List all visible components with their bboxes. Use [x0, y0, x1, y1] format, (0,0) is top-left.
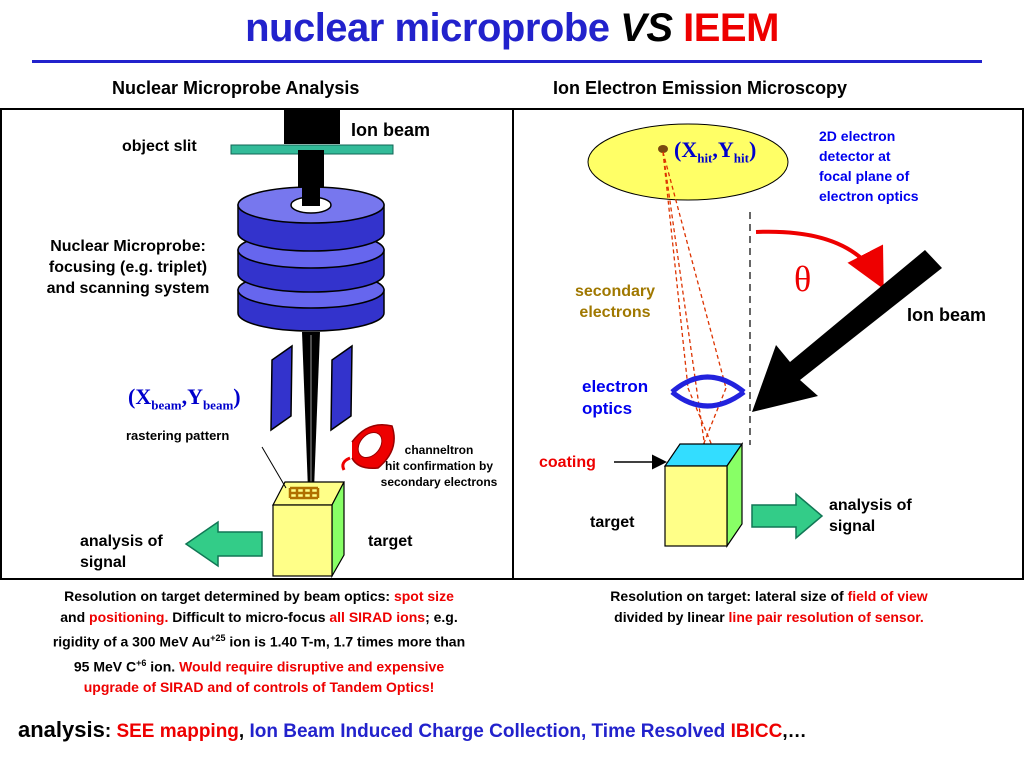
secondary-electrons-label: secondary electrons	[574, 283, 656, 321]
deflector-right	[330, 344, 353, 432]
ion-beam-through-lens	[302, 178, 320, 206]
microprobe-lens-stack	[237, 186, 385, 332]
left-ion-beam-label: Ion beam	[351, 120, 431, 140]
title-vs: VS	[620, 6, 673, 50]
left-analysis-label: analysis of signal	[80, 533, 163, 571]
channeltron-icon	[341, 424, 395, 471]
left-target-block	[272, 481, 345, 579]
ion-beam-arrow	[752, 250, 942, 412]
electron-optics-label: electron optics	[582, 377, 649, 418]
hit-coordinates: (Xhit,Yhit)	[674, 137, 757, 166]
left-target-label: target	[368, 533, 413, 550]
theta-arc-arrow	[755, 229, 884, 290]
left-analysis-arrow	[184, 520, 263, 568]
title-main: nuclear microprobe	[245, 6, 610, 50]
right-panel	[512, 108, 1024, 580]
analysis-summary: analysis: SEE mapping, Ion Beam Induced …	[18, 717, 807, 742]
hit-point	[658, 145, 668, 153]
right-heading: Ion Electron Emission Microscopy	[553, 78, 848, 98]
resolution-right-text: Resolution on target: lateral size of fi…	[610, 588, 928, 625]
resolution-left-text: Resolution on target determined by beam …	[52, 588, 466, 696]
detector-ellipse	[587, 123, 789, 201]
right-target-block	[663, 442, 744, 548]
left-heading: Nuclear Microprobe Analysis	[112, 78, 360, 98]
theta-symbol: θ	[794, 259, 812, 299]
object-slit-label: object slit	[122, 138, 197, 155]
ion-beam-column	[284, 110, 340, 144]
rastering-pointer	[261, 446, 287, 489]
secondary-electron-paths	[662, 151, 727, 449]
page-title: nuclear microprobe VS IEEM	[0, 6, 1024, 51]
right-analysis-label: analysis of signal	[829, 497, 912, 535]
microprobe-label: Nuclear Microprobe: focusing (e.g. tripl…	[46, 238, 210, 297]
coating-label: coating	[539, 454, 596, 471]
detector-label: 2D electron detector at focal plane of e…	[819, 128, 919, 204]
rastering-label: rastering pattern	[126, 428, 230, 443]
right-ion-beam-label: Ion beam	[907, 305, 987, 325]
title-underline	[32, 60, 982, 63]
channeltron-label: channeltron hit confirmation by secondar…	[380, 443, 498, 489]
right-analysis-arrow	[751, 492, 824, 540]
title-ieem: IEEM	[683, 6, 779, 50]
right-target-label: target	[590, 514, 635, 531]
deflector-left	[270, 344, 293, 432]
electron-optics-lens	[670, 374, 746, 394]
beam-coordinates: (Xbeam,Ybeam)	[128, 384, 241, 413]
